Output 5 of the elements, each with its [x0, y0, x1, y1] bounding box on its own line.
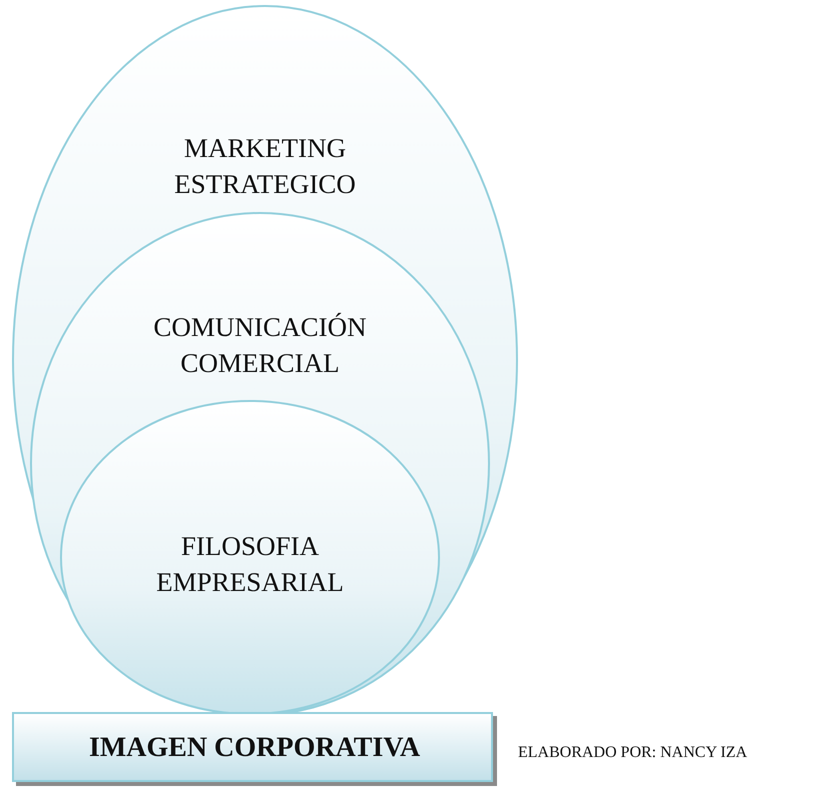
title-label: IMAGEN CORPORATIVA	[88, 731, 422, 765]
layer-label: COMUNICACIÓN COMERCIAL	[152, 311, 368, 380]
author-note: ELABORADO POR: NANCY IZA	[518, 744, 748, 762]
layer-label: FILOSOFIA EMPRESARIAL	[155, 530, 345, 599]
layer-label: MARKETING ESTRATEGICO	[173, 132, 357, 201]
